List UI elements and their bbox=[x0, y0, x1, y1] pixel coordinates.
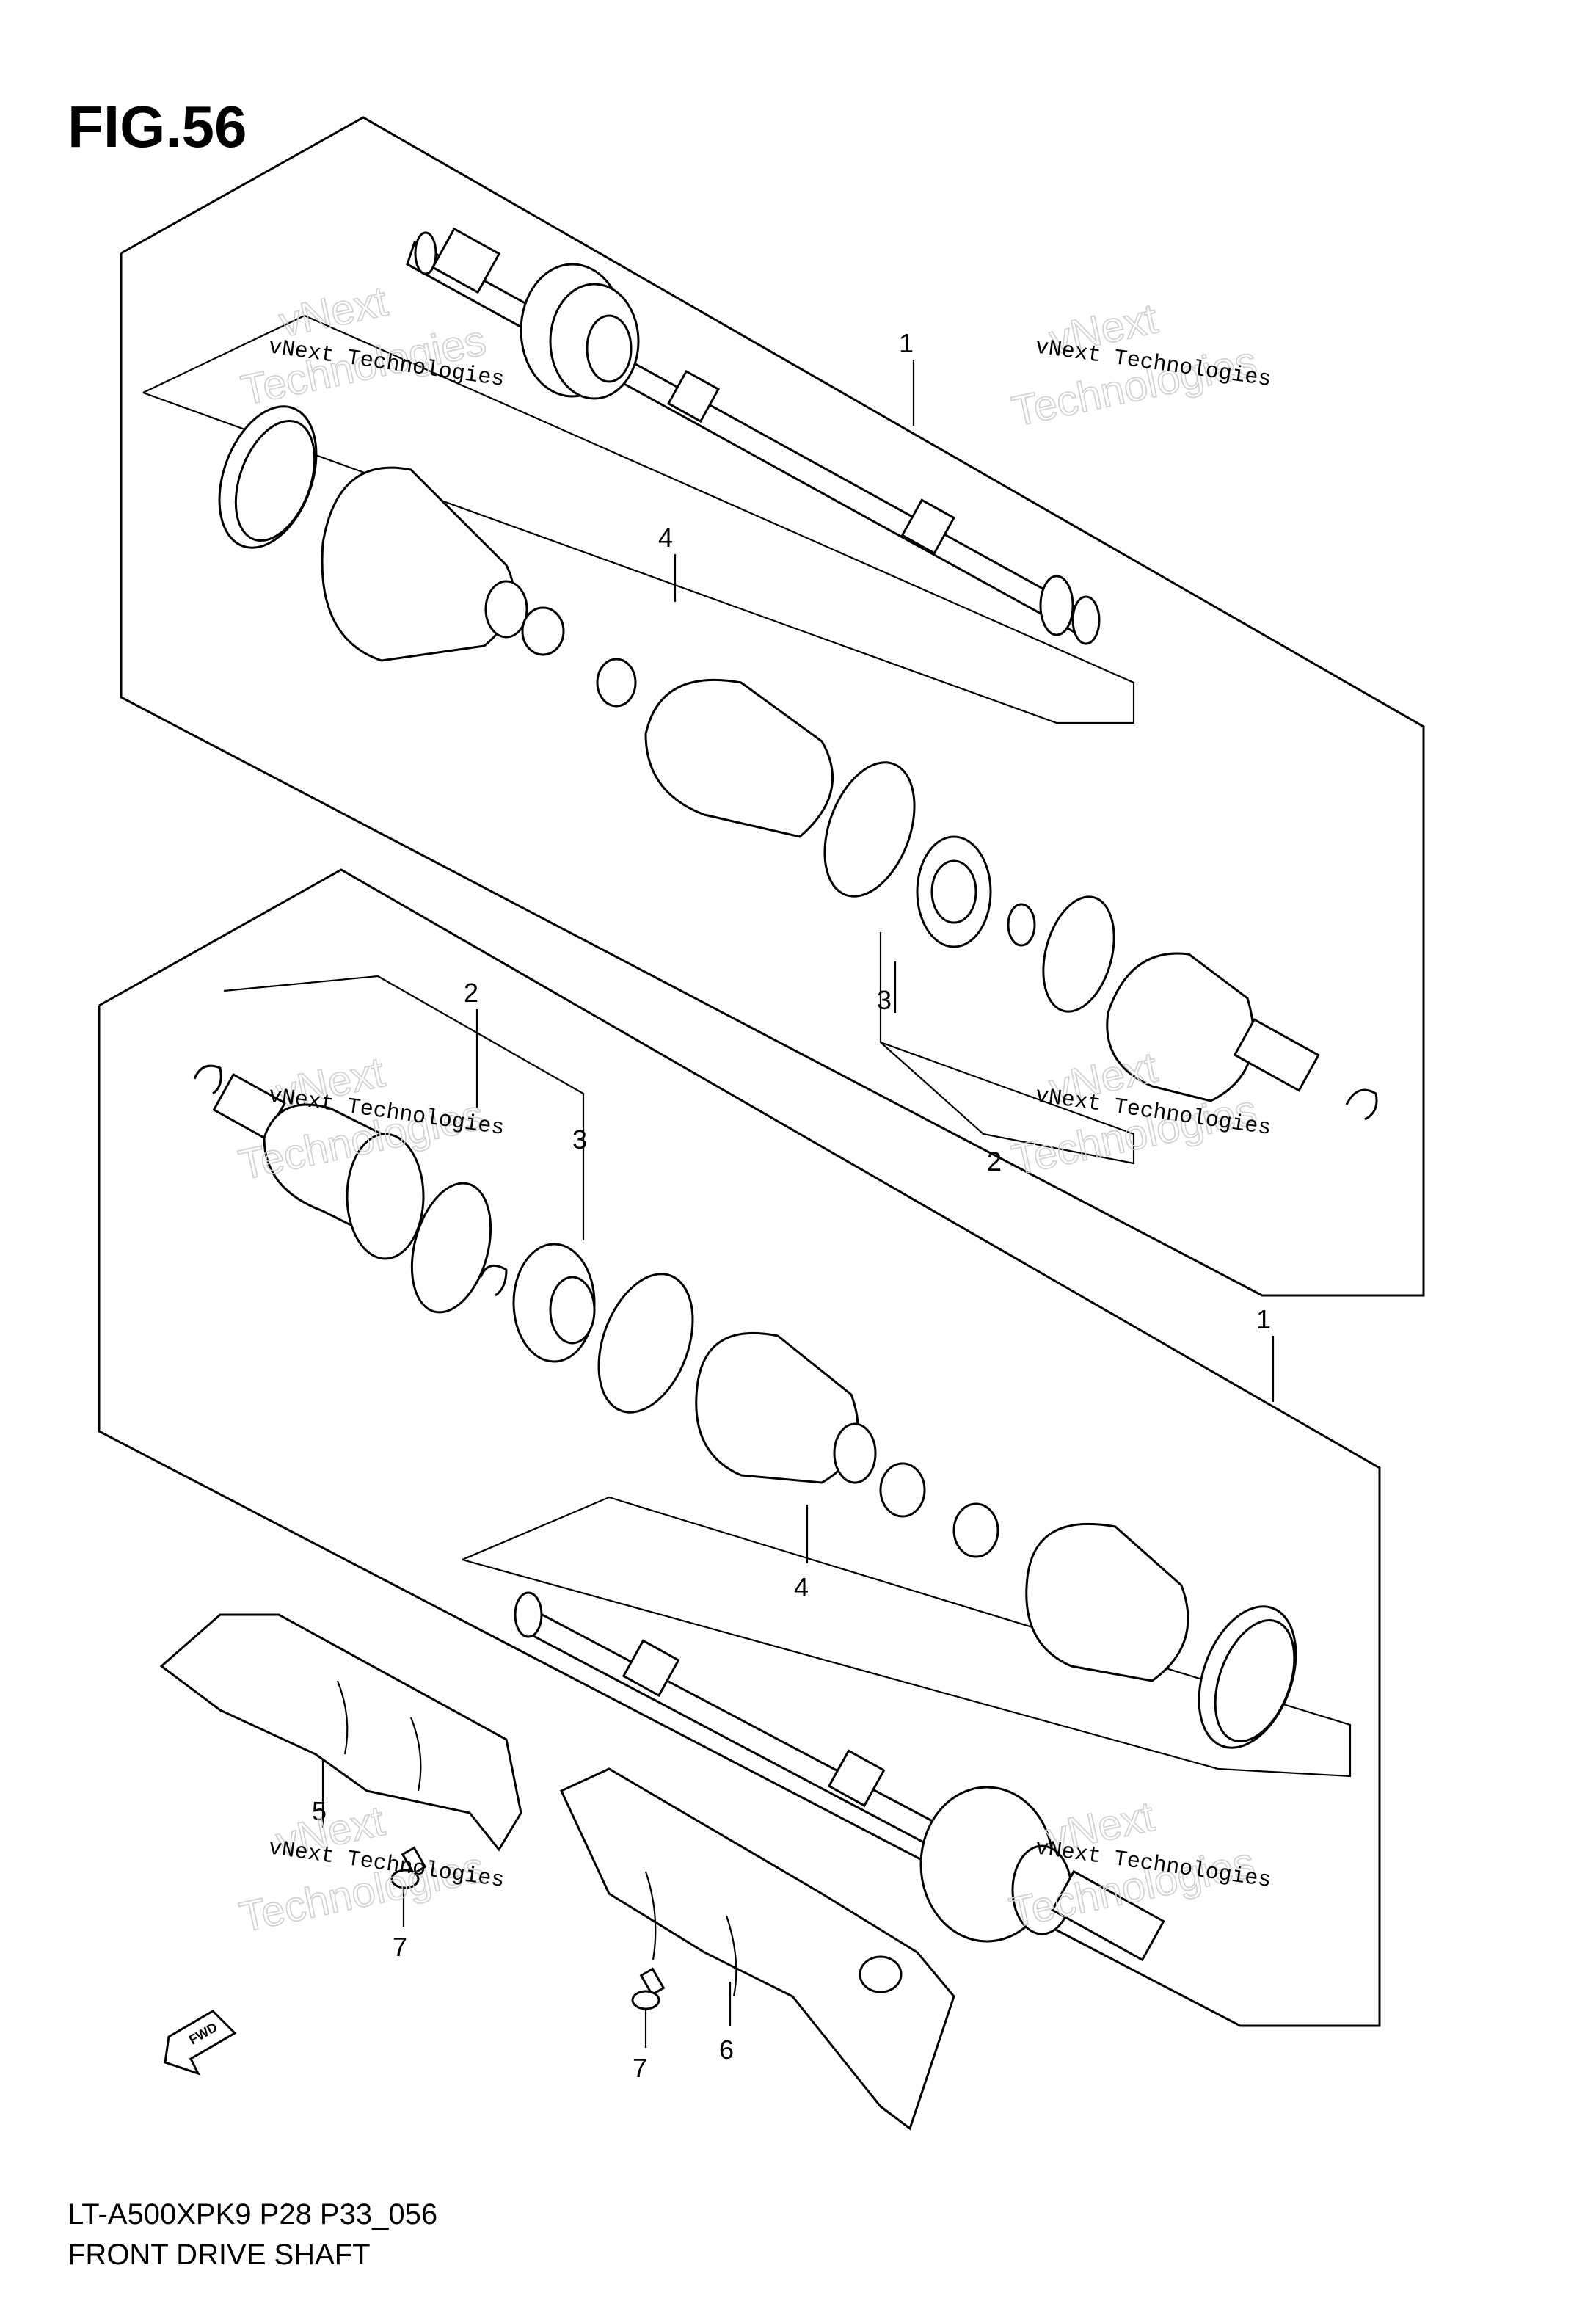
callout-3-mid-left: 3 bbox=[572, 1124, 587, 1155]
lower-assembly-frame bbox=[98, 868, 1381, 2027]
shaft-guard-6 bbox=[560, 1767, 955, 2131]
callout-4-bottom: 4 bbox=[794, 1572, 809, 1602]
callout-1-top: 1 bbox=[899, 328, 914, 358]
svg-text:vNext: vNext bbox=[275, 277, 392, 346]
forward-direction-arrow: FWD bbox=[164, 2010, 237, 2076]
lower-cv-parts bbox=[193, 1064, 1297, 1749]
callout-5: 5 bbox=[312, 1796, 327, 1826]
callout-1-bottom: 1 bbox=[1256, 1304, 1271, 1334]
model-code: LT-A500XPK9 P28 P33_056 bbox=[68, 2198, 437, 2231]
callout-6: 6 bbox=[719, 2035, 734, 2065]
callout-7-right: 7 bbox=[633, 2053, 647, 2083]
upper-assembly-frame bbox=[120, 116, 1425, 1297]
callout-2-mid-left: 2 bbox=[464, 978, 478, 1008]
figure-label: FIG.56 bbox=[68, 94, 247, 159]
shaft-guard-5 bbox=[159, 1613, 522, 1852]
upper-drive-shaft bbox=[406, 227, 1101, 645]
lower-drive-shaft bbox=[514, 1591, 1165, 1962]
upper-boot-parts bbox=[218, 405, 1378, 1121]
figure-title: FRONT DRIVE SHAFT bbox=[68, 2239, 371, 2271]
lower-leader-lines bbox=[321, 1009, 1275, 2048]
callout-4-top: 4 bbox=[658, 523, 673, 553]
upper-leader-lines bbox=[674, 360, 915, 1013]
bolt-7-right bbox=[631, 1967, 666, 2010]
callout-3-mid-right: 3 bbox=[877, 985, 892, 1015]
bolt-7-left bbox=[390, 1846, 427, 1889]
callout-2-mid-right: 2 bbox=[987, 1146, 1002, 1177]
callout-7-left: 7 bbox=[393, 1932, 407, 1962]
